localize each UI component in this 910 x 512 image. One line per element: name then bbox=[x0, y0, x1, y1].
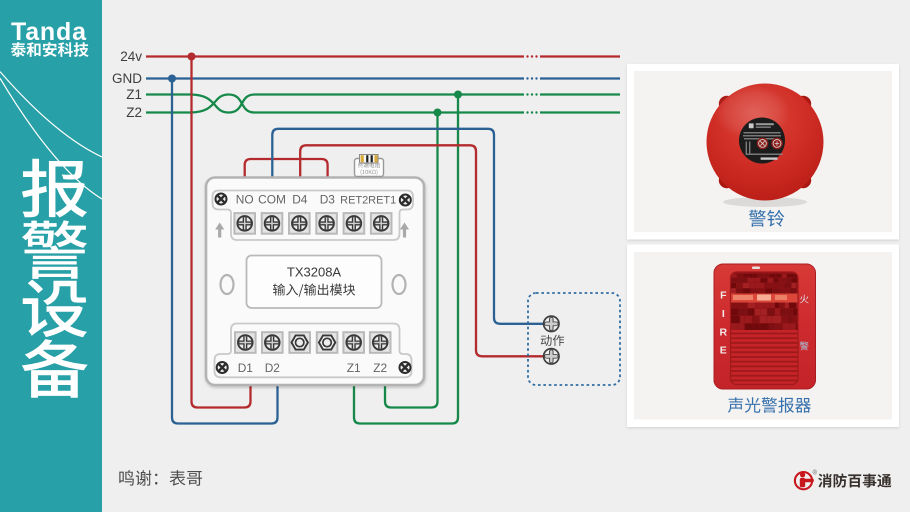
svg-text:D1: D1 bbox=[238, 361, 254, 375]
svg-text:D2: D2 bbox=[265, 361, 281, 375]
svg-text:RET1: RET1 bbox=[368, 195, 396, 207]
svg-text:Z2: Z2 bbox=[373, 361, 387, 375]
svg-text:Tanda: Tanda bbox=[11, 18, 87, 46]
svg-text:D3: D3 bbox=[320, 193, 336, 207]
svg-text:Z1: Z1 bbox=[347, 361, 361, 375]
svg-text:NO: NO bbox=[236, 193, 254, 207]
svg-text:RET2: RET2 bbox=[340, 195, 368, 207]
svg-text:E: E bbox=[720, 345, 727, 357]
svg-text:D4: D4 bbox=[292, 193, 308, 207]
svg-text:I: I bbox=[722, 308, 725, 320]
svg-text:Z2: Z2 bbox=[126, 105, 142, 120]
svg-text:®: ® bbox=[813, 470, 818, 477]
svg-text:R: R bbox=[720, 326, 728, 338]
svg-text:GND: GND bbox=[112, 71, 142, 86]
svg-text:COM: COM bbox=[258, 193, 286, 207]
svg-text:F: F bbox=[720, 290, 727, 302]
svg-text:TX3208A: TX3208A bbox=[287, 265, 342, 280]
svg-text:24v: 24v bbox=[120, 49, 142, 64]
svg-text:Z1: Z1 bbox=[126, 87, 142, 102]
